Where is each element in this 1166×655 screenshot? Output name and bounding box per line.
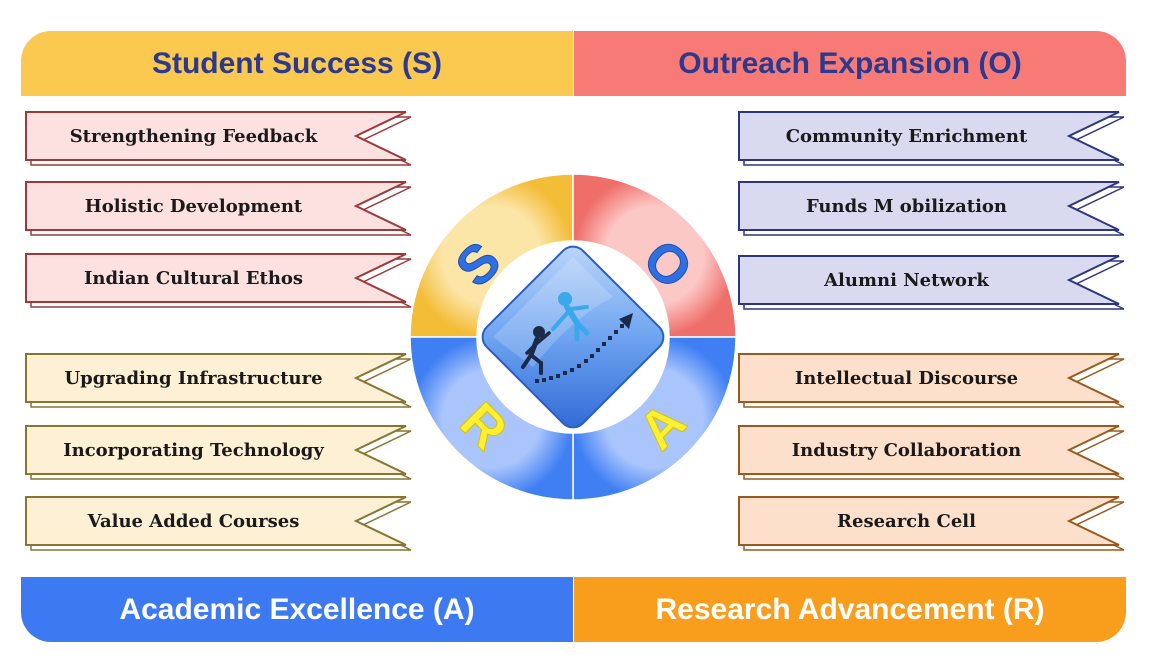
upward-arrow-icon <box>535 313 633 383</box>
ribbon-shape <box>738 353 1125 408</box>
outreach-expansion-item: Funds M obilization <box>805 195 1008 217</box>
header-outreach-expansion: Outreach Expansion (O) <box>574 31 1126 96</box>
ribbon-shape <box>25 425 412 480</box>
diamond-highlight <box>493 257 613 367</box>
ribbon-shape <box>25 496 412 551</box>
center-diamond <box>481 245 665 429</box>
research-advancement-item: Industry Collaboration <box>791 439 1022 461</box>
ribbon-shape <box>738 111 1125 166</box>
academic-excellence-item: Incorporating Technology <box>63 439 324 461</box>
ribbon-shape <box>738 496 1125 551</box>
outreach-expansion-item: Community Enrichment <box>785 125 1028 147</box>
ribbon-shape <box>25 353 412 408</box>
student-success-item: Holistic Development <box>84 195 303 217</box>
ribbon-shape <box>738 255 1125 310</box>
ring-segment-o <box>572 173 737 338</box>
student-success-item: Strengthening Feedback <box>69 125 318 147</box>
academic-excellence-item: Value Added Courses <box>87 510 300 532</box>
academic-excellence-item: Upgrading Infrastructure <box>64 367 323 389</box>
ring-segment-a <box>572 336 737 501</box>
ribbon-shape <box>738 425 1125 480</box>
header-student-success: Student Success (S) <box>21 31 573 96</box>
student-success-item: Indian Cultural Ethos <box>83 267 304 289</box>
ring-segment-r <box>409 336 574 501</box>
ribbon-shape <box>25 181 412 236</box>
climbing-figures-icon <box>521 292 590 375</box>
outreach-expansion-item: Alumni Network <box>824 269 989 291</box>
ribbon-shape <box>738 181 1125 236</box>
research-advancement-item: Research Cell <box>837 510 976 532</box>
header-research-advancement: Research Advancement (R) <box>574 577 1126 642</box>
header-academic-excellence: Academic Excellence (A) <box>21 577 573 642</box>
ribbon-shape <box>25 253 412 308</box>
ribbon-shape <box>25 111 412 166</box>
research-advancement-item: Intellectual Discourse <box>794 367 1019 389</box>
ring-segment-s <box>409 173 574 338</box>
